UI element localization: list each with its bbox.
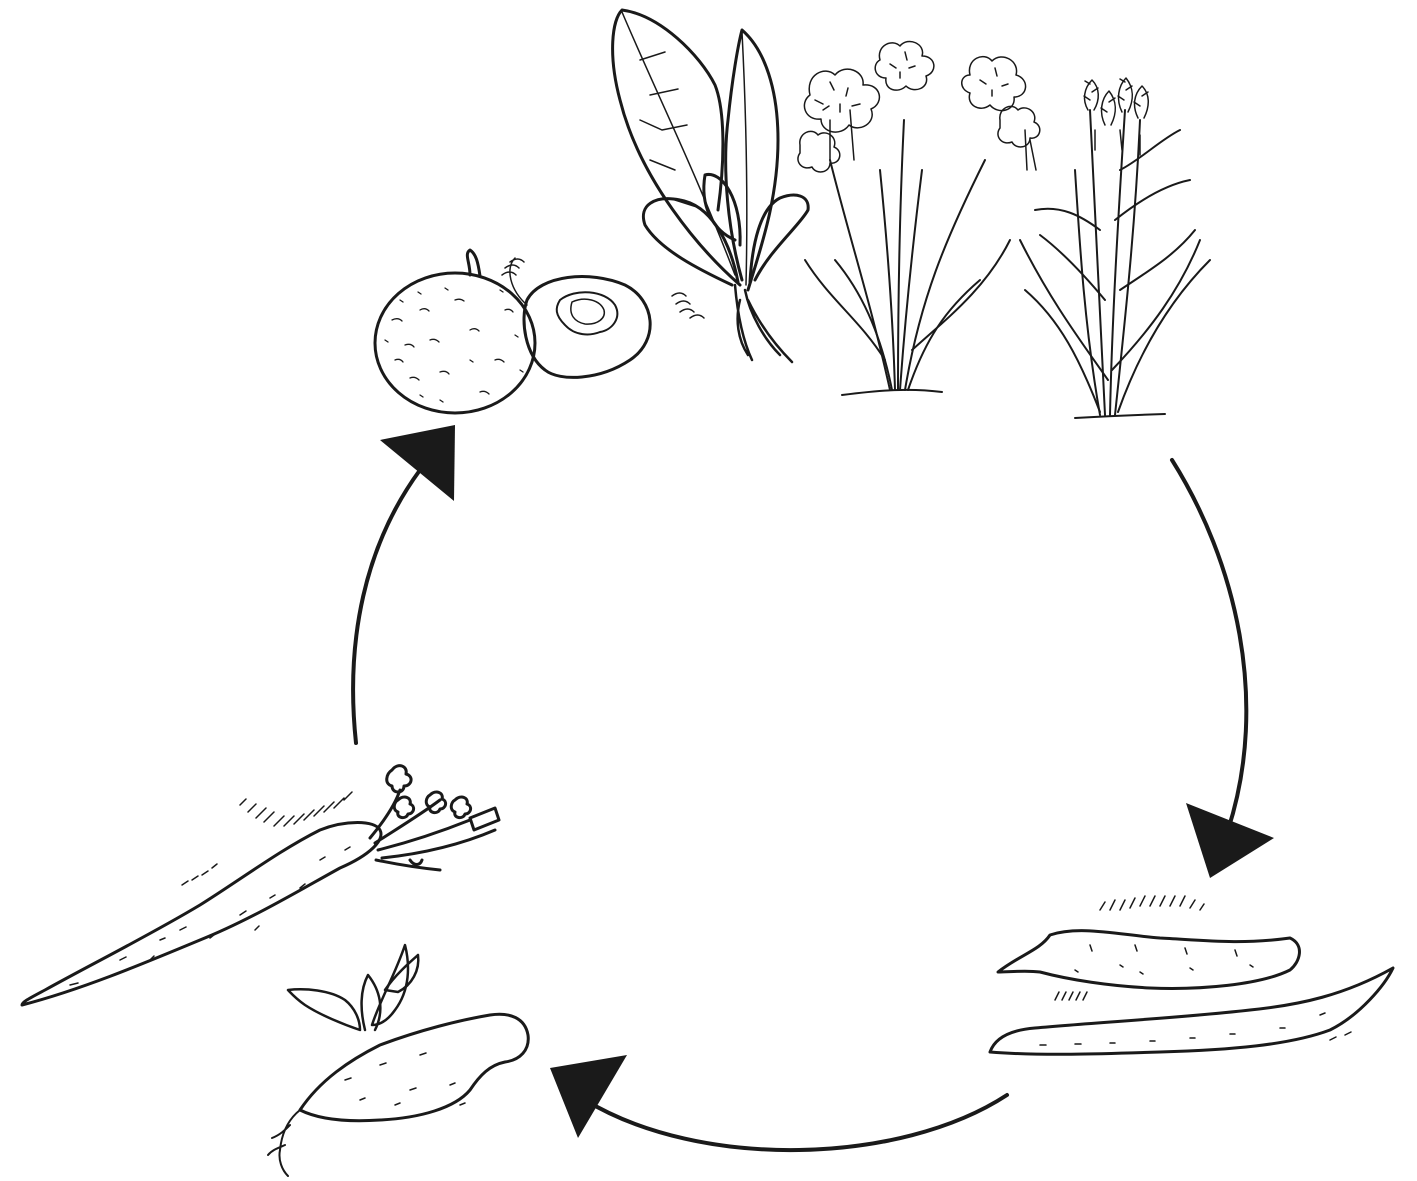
arrow-roots-to-leafy <box>353 470 420 743</box>
carrot-tops <box>370 766 499 870</box>
millet-heads <box>798 41 1040 171</box>
bean-pods-icon <box>990 896 1393 1054</box>
arrow-legumes-to-roots <box>585 1095 1007 1150</box>
arrowhead-legumes <box>1186 803 1274 878</box>
carrot-radish-icon <box>22 766 528 1176</box>
arrowhead-roots <box>550 1055 627 1138</box>
millet-icon <box>798 41 1040 395</box>
wheat-icon <box>1020 78 1210 418</box>
squash-spinach-icon <box>375 10 808 413</box>
radish-icon <box>268 945 528 1176</box>
pea-pod <box>998 931 1299 989</box>
carrot <box>22 823 381 1006</box>
grain-plants-icon <box>798 41 1210 418</box>
spinach-icon <box>613 10 809 362</box>
arrowhead-leafy <box>380 425 455 501</box>
squash-icon <box>375 250 535 413</box>
radish-leaves <box>288 945 418 1030</box>
arrow-cereals-to-legumes <box>1172 460 1246 830</box>
